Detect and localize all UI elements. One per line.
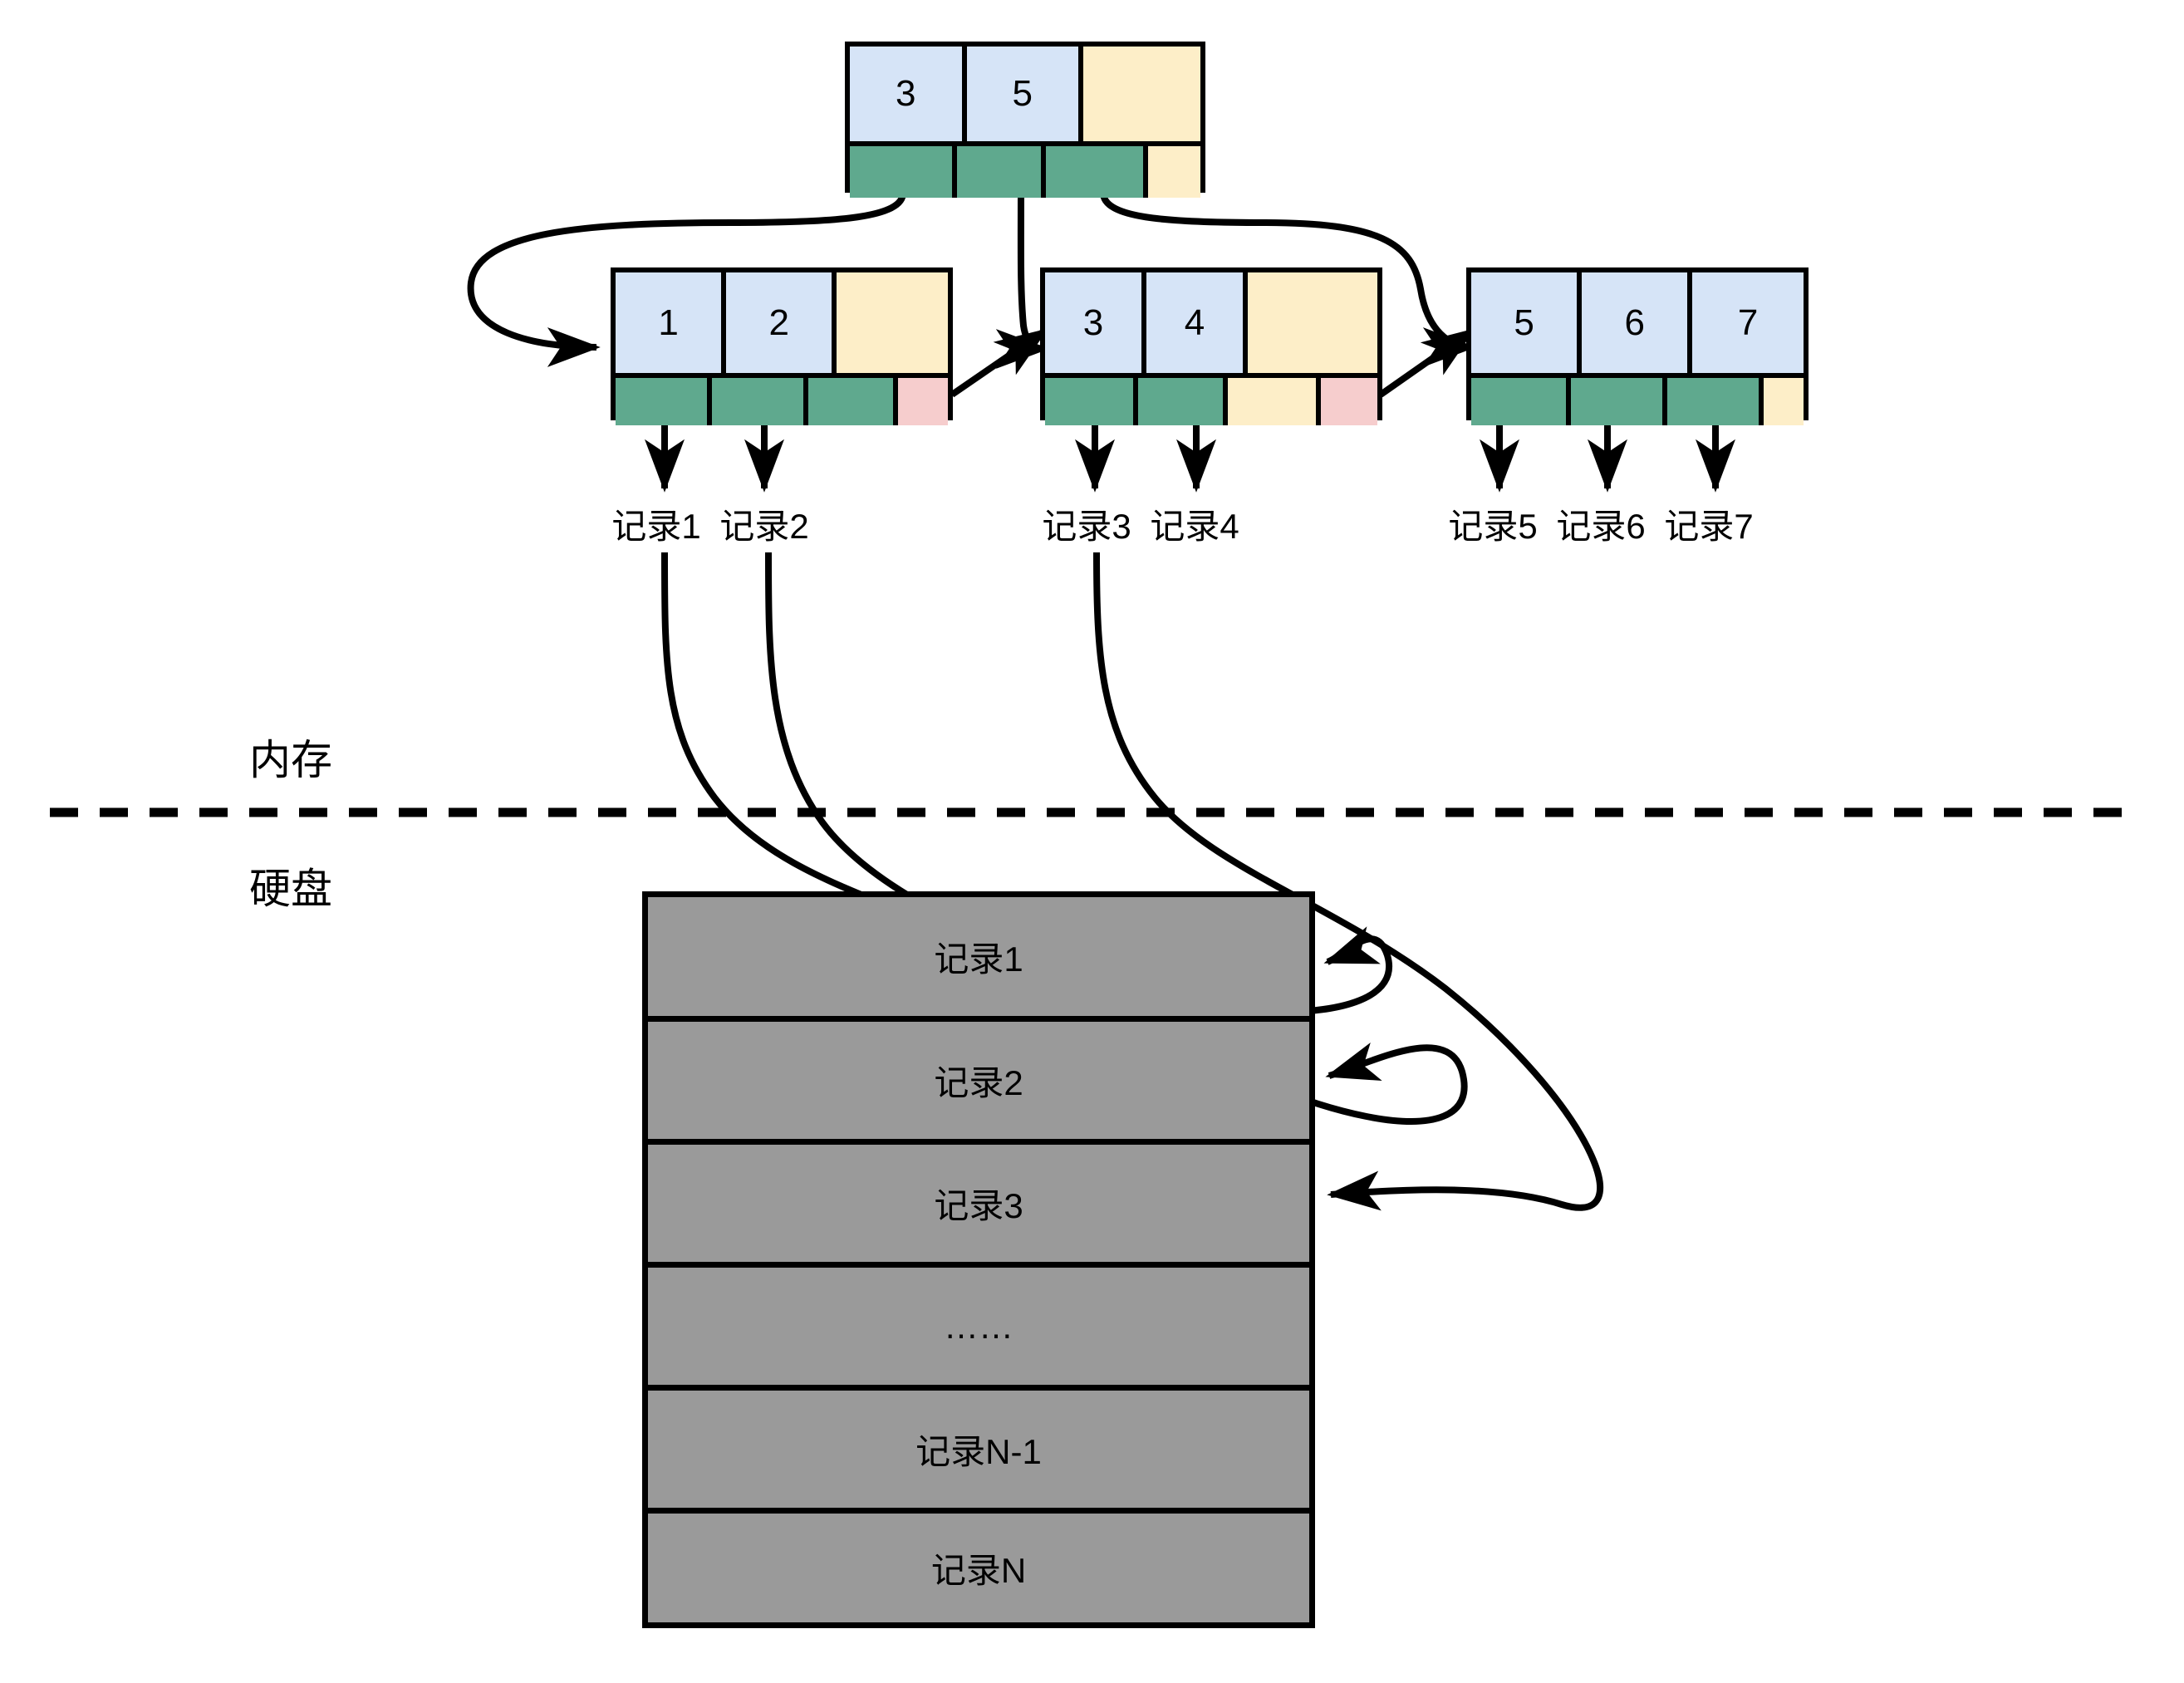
leaf1-pointer-cell-3[interactable] bbox=[808, 378, 898, 425]
leaf3-pointer-cell-1[interactable] bbox=[1471, 378, 1571, 425]
memory-section-label: 内存 bbox=[249, 737, 332, 783]
leaf3-key-cell-1[interactable]: 5 bbox=[1471, 272, 1583, 373]
root-key-cell-2[interactable]: 5 bbox=[966, 47, 1084, 141]
root-pointer-cell-4-empty[interactable] bbox=[1147, 146, 1200, 198]
record-label-2: 记录2 bbox=[719, 507, 809, 546]
leaf2-pointer-cell-1[interactable] bbox=[1045, 378, 1138, 425]
root-node[interactable]: 3 5 bbox=[845, 42, 1205, 198]
root-pointer-cell-1[interactable] bbox=[850, 146, 957, 198]
root-node-key-row: 3 5 bbox=[850, 47, 1200, 141]
record-label-7: 记录7 bbox=[1664, 507, 1754, 546]
leaf3-pointer-cell-4-empty[interactable] bbox=[1764, 378, 1804, 425]
disk-row-n-minus-1[interactable]: 记录N-1 bbox=[648, 1391, 1309, 1514]
record-label-6: 记录6 bbox=[1556, 507, 1646, 546]
leaf1-pointer-cell-2[interactable] bbox=[712, 378, 808, 425]
root-key-cell-3-empty[interactable] bbox=[1083, 47, 1200, 141]
record-label-4: 记录4 bbox=[1150, 507, 1239, 546]
leaf3-pointer-row bbox=[1471, 373, 1804, 425]
edge-root-to-leaf1 bbox=[467, 192, 906, 367]
leaf-node-3[interactable]: 5 6 7 bbox=[1466, 267, 1809, 425]
disk-storage-table: 记录1 记录2 记录3 …… 记录N-1 记录N bbox=[642, 891, 1315, 1628]
disk-row-1[interactable]: 记录1 bbox=[648, 897, 1309, 1022]
record-label-5: 记录5 bbox=[1448, 507, 1538, 546]
leaf2-pointer-cell-2[interactable] bbox=[1138, 378, 1228, 425]
leaf2-key-cell-3-empty[interactable] bbox=[1248, 272, 1377, 373]
leaf3-key-cell-2[interactable]: 6 bbox=[1582, 272, 1693, 373]
root-node-pointer-row bbox=[850, 141, 1200, 198]
disk-row-n[interactable]: 记录N bbox=[648, 1514, 1309, 1622]
record-label-3: 记录3 bbox=[1042, 507, 1131, 546]
leaf3-pointer-cell-3[interactable] bbox=[1667, 378, 1764, 425]
leaf1-next-leaf-pointer[interactable] bbox=[898, 378, 948, 425]
leaf2-pointer-cell-3-empty[interactable] bbox=[1228, 378, 1321, 425]
leaf3-pointer-cell-2[interactable] bbox=[1571, 378, 1667, 425]
leaf2-key-cell-2[interactable]: 4 bbox=[1146, 272, 1248, 373]
leaf3-key-row: 5 6 7 bbox=[1471, 272, 1804, 373]
leaf-node-2[interactable]: 3 4 bbox=[1040, 267, 1382, 425]
leaf2-key-row: 3 4 bbox=[1045, 272, 1377, 373]
leaf1-pointer-row bbox=[616, 373, 948, 425]
disk-section-label: 硬盘 bbox=[249, 866, 332, 912]
leaf1-pointer-cell-1[interactable] bbox=[616, 378, 712, 425]
leaf1-key-cell-1[interactable]: 1 bbox=[616, 272, 727, 373]
leaf1-key-cell-2[interactable]: 2 bbox=[726, 272, 837, 373]
disk-row-ellipsis[interactable]: …… bbox=[648, 1268, 1309, 1391]
root-key-cell-1[interactable]: 3 bbox=[850, 47, 967, 141]
leaf2-key-cell-1[interactable]: 3 bbox=[1045, 272, 1146, 373]
leaf3-key-cell-3[interactable]: 7 bbox=[1692, 272, 1804, 373]
root-pointer-cell-3[interactable] bbox=[1046, 146, 1148, 198]
record-label-1: 记录1 bbox=[611, 507, 701, 546]
leaf1-key-row: 1 2 bbox=[616, 272, 948, 373]
edge-leaf1-to-leaf2 bbox=[950, 327, 1048, 398]
leaf2-next-leaf-pointer[interactable] bbox=[1321, 378, 1377, 425]
disk-row-2[interactable]: 记录2 bbox=[648, 1022, 1309, 1145]
leaf-node-1[interactable]: 1 2 bbox=[611, 267, 953, 425]
edge-root-to-leaf3 bbox=[1100, 192, 1476, 367]
edge-leaf2-to-leaf3 bbox=[1378, 327, 1475, 398]
edge-record3-to-disk-row3 bbox=[1093, 552, 1604, 1211]
root-pointer-cell-2[interactable] bbox=[956, 146, 1047, 198]
leaf2-pointer-row bbox=[1045, 373, 1377, 425]
leaf1-key-cell-3-empty[interactable] bbox=[837, 272, 948, 373]
disk-row-3[interactable]: 记录3 bbox=[648, 1145, 1309, 1268]
